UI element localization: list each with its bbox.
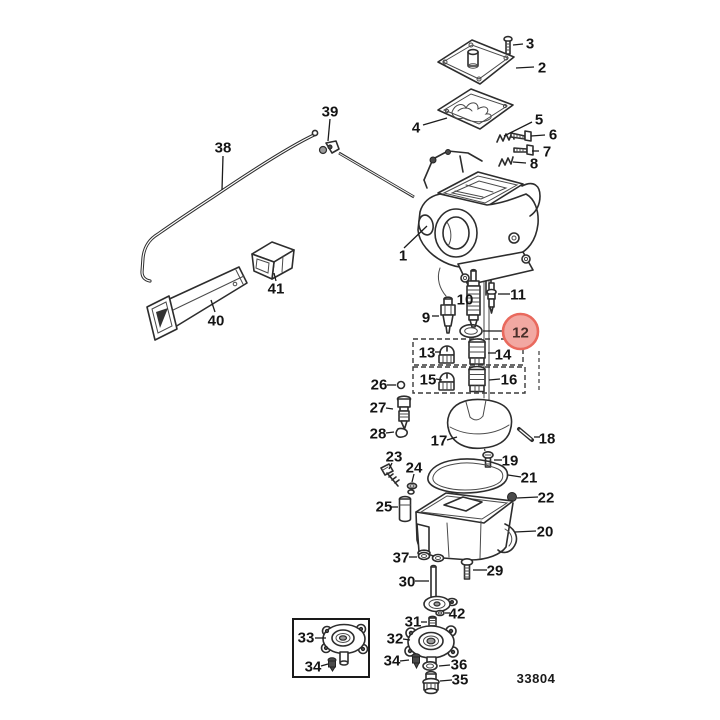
part-label-33[interactable]: 33 — [298, 630, 315, 647]
leader-line-17 — [446, 436, 458, 441]
part-label-4[interactable]: 4 — [412, 120, 421, 137]
leader-line-34 — [320, 663, 329, 667]
part-label-2[interactable]: 2 — [538, 60, 546, 77]
leader-line-22 — [516, 496, 539, 499]
part-label-32[interactable]: 32 — [387, 631, 404, 648]
float-bowl-drawing — [380, 458, 518, 580]
part-label-26[interactable]: 26 — [371, 377, 388, 394]
leader-line-8 — [512, 161, 527, 164]
pilot-jet-drawing — [438, 345, 455, 364]
part-label-27[interactable]: 27 — [370, 400, 387, 417]
leader-line-35 — [439, 679, 453, 682]
leader-line-28 — [385, 431, 395, 434]
part-label-29[interactable]: 29 — [487, 563, 504, 580]
part-label-40[interactable]: 40 — [208, 313, 225, 330]
carburetor-body-drawing — [417, 149, 541, 300]
cover-assembly-drawing — [437, 35, 515, 130]
leader-line-36 — [438, 664, 451, 667]
part-label-30[interactable]: 30 — [399, 574, 416, 591]
part-label-12[interactable]: 12 — [512, 325, 529, 342]
leader-line-20 — [514, 530, 537, 533]
part-label-24[interactable]: 24 — [406, 460, 423, 477]
leader-line-34 — [399, 659, 410, 662]
highlighted-part-circle[interactable] — [501, 312, 540, 351]
jet-kit-box-b — [412, 366, 526, 394]
main-jet-drawing — [468, 338, 486, 365]
jet-needle-drawing — [440, 268, 497, 339]
leader-line-1 — [403, 225, 428, 249]
part-label-25[interactable]: 25 — [376, 499, 393, 516]
main-jet-drawing-2 — [468, 365, 486, 393]
part-label-9[interactable]: 9 — [422, 310, 430, 327]
part-label-19[interactable]: 19 — [502, 453, 519, 470]
leader-line-16 — [488, 378, 501, 381]
part-label-39[interactable]: 39 — [322, 104, 339, 121]
leader-line-15 — [435, 378, 443, 381]
part-label-11[interactable]: 11 — [510, 287, 526, 304]
leader-line-38 — [221, 155, 224, 191]
inset-variant-box — [292, 618, 370, 678]
leader-line-23 — [388, 462, 393, 470]
part-label-41[interactable]: 41 — [268, 281, 285, 298]
part-label-6[interactable]: 6 — [549, 127, 557, 144]
part-label-38[interactable]: 38 — [215, 140, 232, 157]
leader-line-32 — [402, 638, 411, 641]
part-label-31[interactable]: 31 — [405, 614, 422, 631]
part-label-37[interactable]: 37 — [393, 550, 410, 567]
leader-line-2 — [515, 66, 535, 69]
part-label-42[interactable]: 42 — [449, 606, 466, 623]
leader-line-24 — [411, 473, 415, 483]
part-label-23[interactable]: 23 — [386, 449, 403, 466]
part-label-20[interactable]: 20 — [537, 524, 554, 541]
part-label-10[interactable]: 10 — [457, 292, 474, 309]
part-label-7[interactable]: 7 — [543, 144, 551, 161]
part-label-34[interactable]: 34 — [384, 653, 401, 670]
part-label-17[interactable]: 17 — [431, 433, 448, 450]
leader-line-4 — [422, 117, 448, 126]
part-label-36[interactable]: 36 — [451, 657, 468, 674]
pilot-jet-drawing-2 — [438, 372, 455, 391]
leader-line-27 — [385, 407, 394, 410]
part-label-14[interactable]: 14 — [495, 347, 512, 364]
part-label-28[interactable]: 28 — [370, 426, 387, 443]
part-label-8[interactable]: 8 — [530, 156, 538, 173]
linkage-drawing — [140, 129, 415, 341]
part-label-15[interactable]: 15 — [420, 372, 437, 389]
part-label-5[interactable]: 5 — [535, 112, 543, 129]
leader-line-3 — [512, 43, 524, 46]
part-label-16[interactable]: 16 — [501, 372, 518, 389]
part-label-1[interactable]: 1 — [399, 248, 407, 265]
part-label-3[interactable]: 3 — [526, 36, 534, 53]
part-label-34[interactable]: 34 — [305, 659, 322, 676]
part-label-21[interactable]: 21 — [521, 470, 538, 487]
leader-line-21 — [507, 474, 522, 478]
pump-column-drawing — [404, 564, 459, 695]
spring-screw-drawing — [496, 130, 534, 167]
diagram-number: 33804 — [517, 671, 556, 686]
leader-line-5 — [503, 121, 533, 137]
leader-line-41 — [273, 272, 277, 282]
leader-line-6 — [530, 134, 546, 137]
jet-kit-box-a — [412, 338, 524, 366]
part-label-35[interactable]: 35 — [452, 672, 469, 689]
part-label-18[interactable]: 18 — [539, 431, 556, 448]
leader-line-40 — [210, 299, 216, 313]
part-label-13[interactable]: 13 — [419, 345, 436, 362]
part-label-22[interactable]: 22 — [538, 490, 555, 507]
leader-line-39 — [327, 118, 331, 142]
